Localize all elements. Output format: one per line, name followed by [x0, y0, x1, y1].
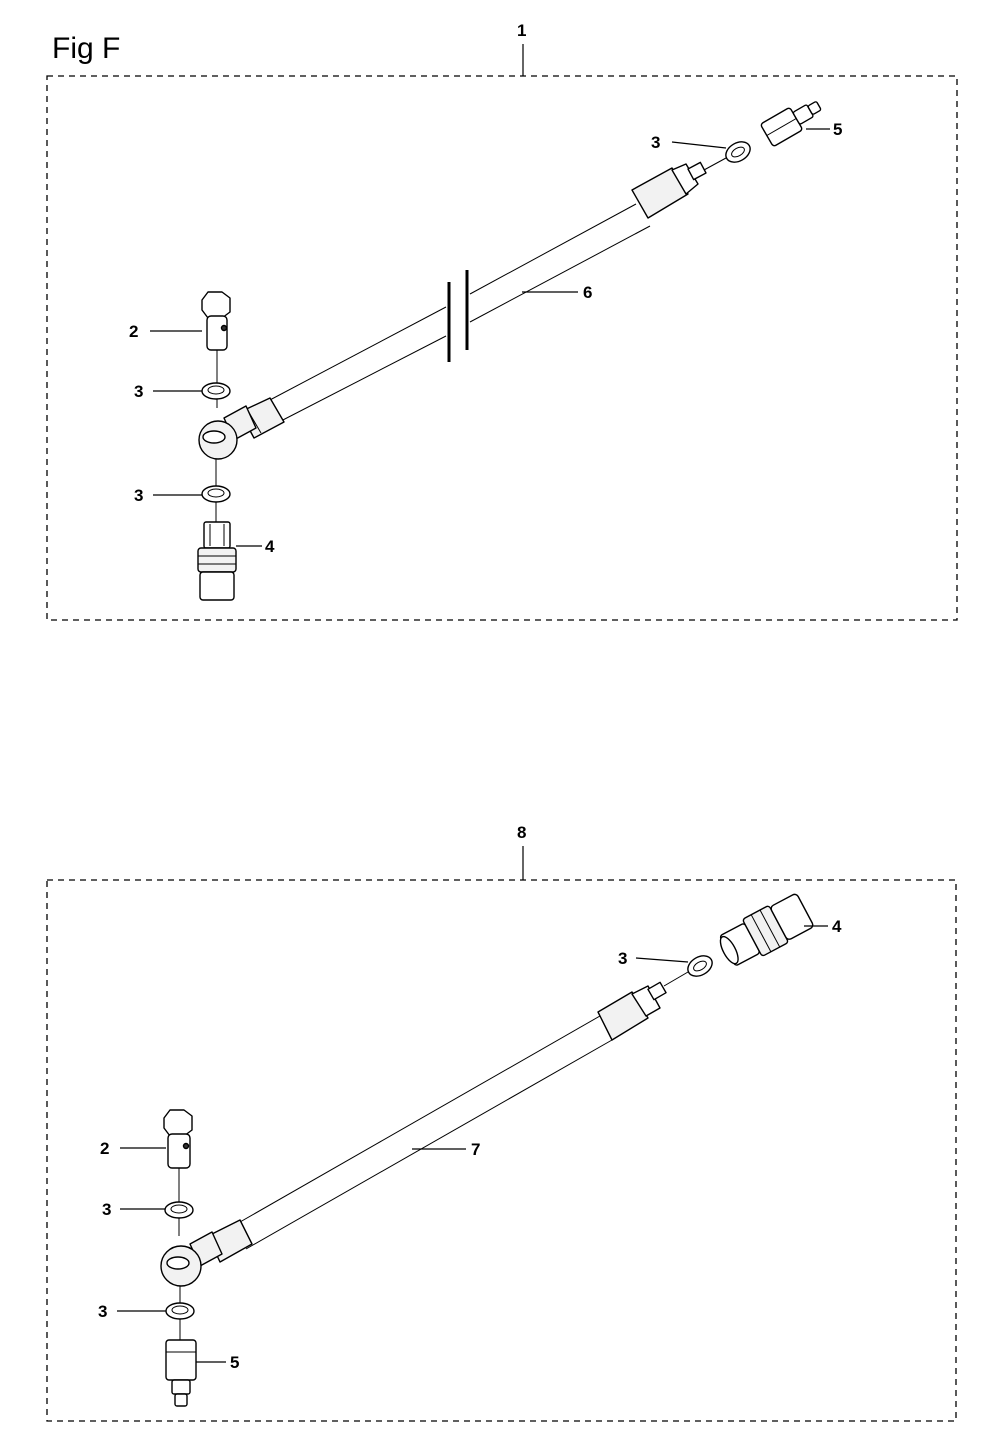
callout-label: 3 — [98, 1302, 107, 1321]
callout-label: 3 — [134, 486, 143, 505]
sealing-washer-part — [663, 955, 713, 987]
sealing-washer-part — [703, 141, 751, 171]
callout-label: 3 — [618, 949, 627, 968]
hose-assembly-part — [239, 161, 707, 439]
hose-assembly-part — [207, 981, 667, 1263]
callout-label: 6 — [583, 283, 592, 302]
banjo-bolt-part — [201, 291, 231, 408]
sealing-washer-part — [165, 1286, 195, 1320]
callout-label: 3 — [102, 1200, 111, 1219]
assembly-8: 8 — [46, 823, 957, 1422]
assembly-1: 1 — [46, 21, 958, 621]
callout-label: 2 — [129, 322, 138, 341]
banjo-fitting-part — [198, 405, 257, 460]
callout-label: 3 — [651, 133, 660, 152]
quick-coupler-part — [197, 502, 237, 601]
quick-coupler-part — [719, 893, 814, 966]
hose-nipple-part — [760, 101, 822, 147]
callout-label: 4 — [265, 537, 275, 556]
assembly-frame — [46, 75, 958, 621]
hose-nipple-part — [165, 1319, 197, 1407]
figure-title: Fig F — [52, 32, 120, 65]
sealing-washer-part — [201, 382, 231, 400]
callout-label: 3 — [134, 382, 143, 401]
callout-label: 5 — [230, 1353, 239, 1372]
sealing-washer-part — [201, 459, 231, 503]
banjo-fitting-part — [160, 1231, 223, 1287]
banjo-bolt-part — [163, 1109, 193, 1236]
callout-label: 5 — [833, 120, 842, 139]
callout-label: 4 — [832, 917, 842, 936]
assembly-frame — [46, 879, 957, 1422]
callout-label: 7 — [471, 1140, 480, 1159]
sealing-washer-part — [164, 1201, 194, 1219]
assembly-number-label: 8 — [517, 823, 526, 842]
callout-label: 2 — [100, 1139, 109, 1158]
assembly-number-label: 1 — [517, 21, 526, 40]
